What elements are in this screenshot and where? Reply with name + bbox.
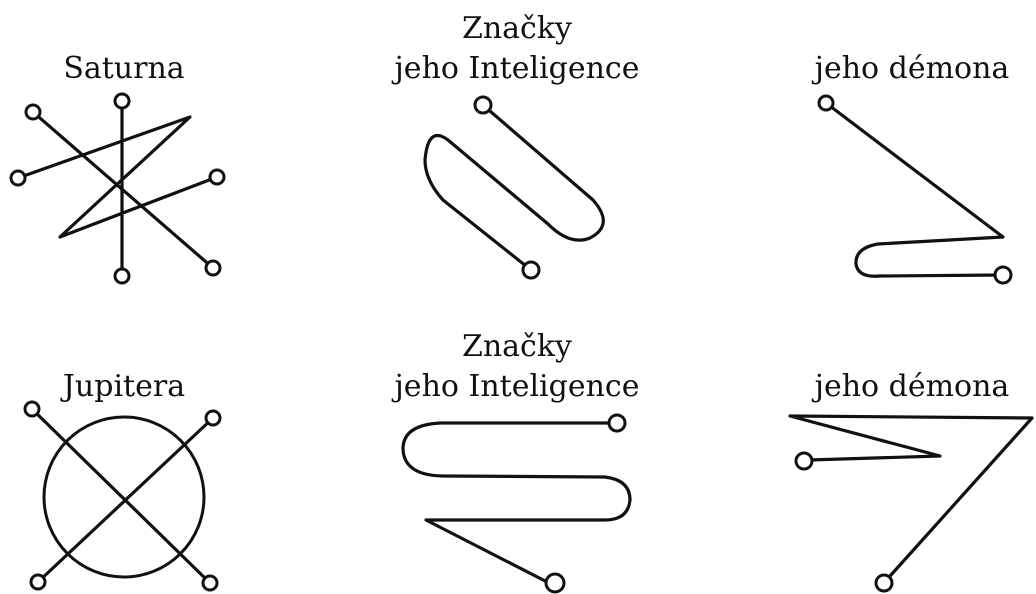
jupiter-intelligence-sign: [401, 413, 632, 594]
saturn-intelligence-curve: [423, 103, 605, 272]
jupiter-node-bottom-left: [29, 573, 47, 591]
saturn-demon-node-end: [993, 265, 1013, 285]
intelligence-label-row2: jeho Inteligence: [394, 369, 640, 404]
jupiter-intelligence-node-end: [544, 572, 566, 594]
jupiter-demon-node-end: [874, 573, 894, 593]
saturn-node-top: [113, 92, 131, 110]
saturn-label: Saturna: [63, 51, 185, 86]
saturn-node-bottom-right: [204, 259, 222, 277]
jupiter-diagonal-2: [36, 416, 215, 584]
saturn-demon-sign: [817, 94, 1013, 285]
saturn-sign: [9, 92, 226, 285]
jupiter-node-bottom-right: [201, 574, 219, 592]
jupiter-sign: [23, 400, 222, 592]
signs-heading-row2: Značky: [462, 329, 572, 364]
jupiter-demon-node-start: [794, 451, 814, 471]
jupiter-label: Jupitera: [62, 369, 186, 404]
saturn-intelligence-node-end: [521, 260, 541, 280]
demon-label-row2: jeho démona: [814, 369, 1010, 404]
intelligence-label-row1: jeho Inteligence: [394, 51, 640, 86]
jupiter-circle: [42, 415, 206, 579]
saturn-demon-node-start: [817, 94, 835, 112]
saturn-node-top-left: [24, 103, 42, 121]
jupiter-demon-path: [788, 414, 1034, 587]
jupiter-intelligence-path: [401, 421, 632, 586]
jupiter-node-top-left: [23, 400, 41, 418]
saturn-node-right: [208, 168, 226, 186]
saturn-node-left: [9, 169, 27, 187]
signs-heading-row1: Značky: [462, 11, 572, 46]
saturn-intelligence-node-start: [473, 95, 493, 115]
demon-label-row1: jeho démona: [814, 51, 1010, 86]
saturn-intelligence-sign: [423, 95, 605, 280]
saturn-zigzag: [16, 115, 219, 239]
jupiter-intelligence-node-start: [607, 413, 627, 433]
jupiter-node-top-right: [204, 409, 222, 427]
saturn-node-bottom: [113, 267, 131, 285]
jupiter-demon-sign: [788, 414, 1034, 593]
jupiter-diagonal-1: [30, 407, 212, 585]
saturn-demon-path: [824, 101, 1005, 278]
